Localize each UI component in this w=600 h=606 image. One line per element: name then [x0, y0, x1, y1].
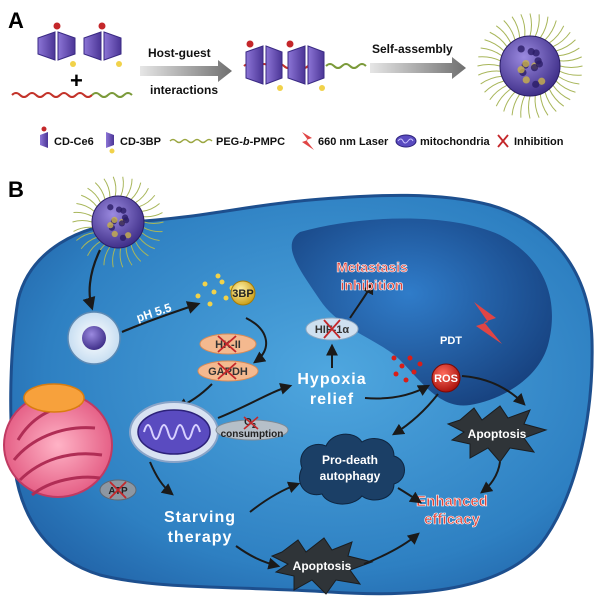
- host-guest-complex: [243, 40, 367, 91]
- starving-to-autophagy-arrow: [249, 481, 301, 513]
- legend-inhibition: Inhibition: [514, 136, 564, 148]
- nanoparticle-icon: [477, 13, 583, 119]
- apoptosis-bottom-badge: [270, 537, 374, 595]
- uptake-arrow: [82, 249, 101, 311]
- endoplasmic-reticulum: [3, 383, 113, 498]
- therapy-label: therapy: [168, 529, 233, 546]
- enzyme-arrow: [245, 317, 268, 364]
- legend-laser: 660 nm Laser: [318, 136, 389, 148]
- hypoxia-label: Hypoxia: [297, 371, 366, 388]
- self-assembly-arrow: [370, 57, 466, 79]
- host-guest-arrow: [140, 60, 232, 82]
- 3bp-particles: [195, 273, 235, 307]
- cd-ce6-legend-icon: [40, 132, 48, 148]
- ce6-dot-icon: [53, 22, 61, 30]
- mitochondria-icon: [129, 401, 219, 463]
- ce6-dot-icon: [41, 126, 47, 132]
- release-arrow: [121, 301, 201, 334]
- efficacy-label: efficacy: [424, 511, 481, 528]
- prodeath-label: Pro-death: [322, 453, 378, 467]
- inhibition-icon: [217, 362, 237, 380]
- mitochondria-legend-icon: [395, 134, 417, 148]
- apoptosis-top-label: Apoptosis: [468, 427, 527, 441]
- legend-peg-pmpc: PEG-b-PMPC: [216, 136, 285, 148]
- inhibition-icon: [109, 481, 127, 499]
- cd-units-left: [37, 22, 122, 67]
- legend-cd-ce6: CD-Ce6: [54, 136, 94, 148]
- ros-to-autophagy-arrow: [391, 393, 439, 436]
- laser-legend-icon: [302, 132, 314, 150]
- inhibition-outcome-label: inhibition: [341, 277, 404, 293]
- apoptosis-to-efficacy-arrow: [480, 461, 501, 494]
- panel-b-label: B: [8, 177, 24, 202]
- ce6-dot-icon: [98, 22, 106, 30]
- autophagy-cloud: [299, 433, 405, 505]
- autophagy-to-efficacy-arrow: [397, 487, 422, 504]
- ros-to-apoptosis-arrow: [461, 375, 526, 406]
- hypoxia-to-ros-arrow: [364, 384, 431, 400]
- 3bp-dot-icon: [116, 61, 122, 67]
- 3bp-dot-icon: [109, 148, 115, 154]
- apoptosis-top-badge: [446, 405, 548, 463]
- starving-label: Starving: [164, 509, 236, 526]
- step1-label-b: interactions: [150, 83, 218, 97]
- enhanced-label: Enhanced: [416, 493, 488, 510]
- mito-to-starving-arrow: [149, 461, 174, 496]
- ros-label: ROS: [434, 373, 458, 385]
- apoptosis-bottom-label: Apoptosis: [293, 559, 352, 573]
- panel-a-label: A: [8, 8, 24, 33]
- autophagy-label: autophagy: [320, 469, 381, 483]
- metastasis-label: Metastasis: [336, 259, 408, 275]
- legend-mitochondria: mitochondria: [420, 136, 491, 148]
- inhibition-icon: [217, 335, 237, 353]
- apoptosis-bottom-to-efficacy-arrow: [363, 532, 420, 565]
- 3bp-ball: [230, 280, 256, 306]
- consumption-label: consumption: [221, 429, 284, 440]
- cell-nucleus: [291, 218, 552, 406]
- step2-label: Self-assembly: [372, 42, 453, 56]
- legend: CD-Ce6 CD-3BP PEG-b-PMPC 660 nm Laser mi…: [40, 126, 564, 154]
- peg-chain-left: [91, 92, 133, 98]
- plus-sign: +: [70, 68, 83, 93]
- hif-to-metastasis-arrow: [349, 281, 374, 319]
- pdt-label: PDT: [440, 335, 462, 347]
- legend-cd-3bp: CD-3BP: [120, 136, 161, 148]
- mito-to-hypoxia-arrow: [217, 383, 293, 419]
- step1-label: Host-guest: [148, 46, 211, 60]
- relief-label: relief: [310, 391, 354, 408]
- inhibition-legend-icon: [497, 134, 509, 148]
- endosome-vesicle: [67, 311, 121, 365]
- ros-particles: [391, 355, 423, 383]
- starving-to-apoptosis-arrow: [235, 545, 281, 570]
- inhibition-icon: [323, 319, 341, 339]
- atp-label: ATP: [108, 486, 128, 497]
- o2-consumption-badge: [215, 419, 289, 441]
- nanoparticle-icon: [72, 176, 164, 268]
- cd-3bp-legend-icon: [106, 132, 114, 148]
- peg-pmpc-chain-left: [11, 92, 93, 98]
- polymer-legend-icon: [169, 138, 213, 144]
- 3bp-dot-icon: [70, 61, 76, 67]
- inhibition-icon: [243, 416, 259, 430]
- 3bp-label: 3BP: [232, 288, 253, 300]
- ros-ball: [431, 363, 461, 393]
